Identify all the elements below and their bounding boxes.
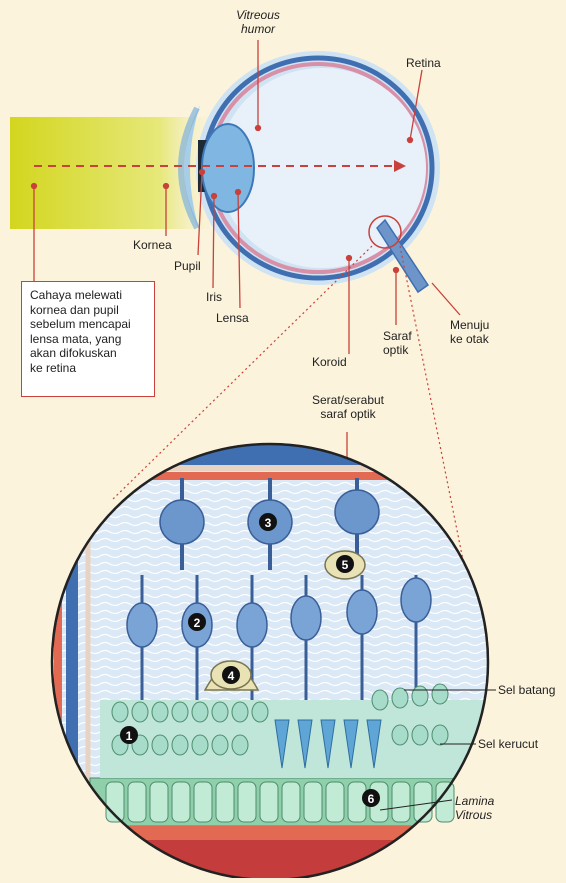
bipolar-cell — [127, 603, 157, 647]
bipolar-cell — [291, 596, 321, 640]
label-lensa: Lensa — [216, 311, 249, 325]
marker-3: 3 — [265, 516, 272, 530]
label-menuju-ke-otak: Menuju ke otak — [450, 318, 489, 346]
label-sel-batang: Sel batang — [498, 683, 555, 697]
ganglion-cell — [160, 500, 204, 544]
marker-6: 6 — [368, 792, 375, 806]
bipolar-cell — [237, 603, 267, 647]
marker-5: 5 — [342, 558, 349, 572]
marker-1: 1 — [126, 729, 133, 743]
bipolar-cell — [347, 590, 377, 634]
label-retina: Retina — [406, 56, 441, 70]
caption-box: Cahaya melewati kornea dan pupil sebelum… — [21, 281, 155, 397]
label-serat-saraf-optik: Serat/serabut saraf optik — [303, 393, 393, 421]
ganglion-cell — [335, 490, 379, 534]
eyeball — [181, 51, 440, 292]
marker-4: 4 — [228, 669, 235, 683]
label-saraf-optik: Saraf optik — [383, 329, 412, 357]
label-koroid: Koroid — [312, 355, 347, 369]
label-iris: Iris — [206, 290, 222, 304]
label-vitreous-humor: Vitreous humor — [228, 8, 288, 36]
label-lamina-vitrous: Lamina Vitrous — [455, 794, 494, 822]
retina-zoom — [40, 440, 500, 878]
label-sel-kerucut: Sel kerucut — [478, 737, 538, 751]
label-pupil: Pupil — [174, 259, 201, 273]
bipolar-cell — [401, 578, 431, 622]
label-kornea: Kornea — [133, 238, 172, 252]
marker-2: 2 — [194, 616, 201, 630]
lens — [202, 124, 254, 212]
